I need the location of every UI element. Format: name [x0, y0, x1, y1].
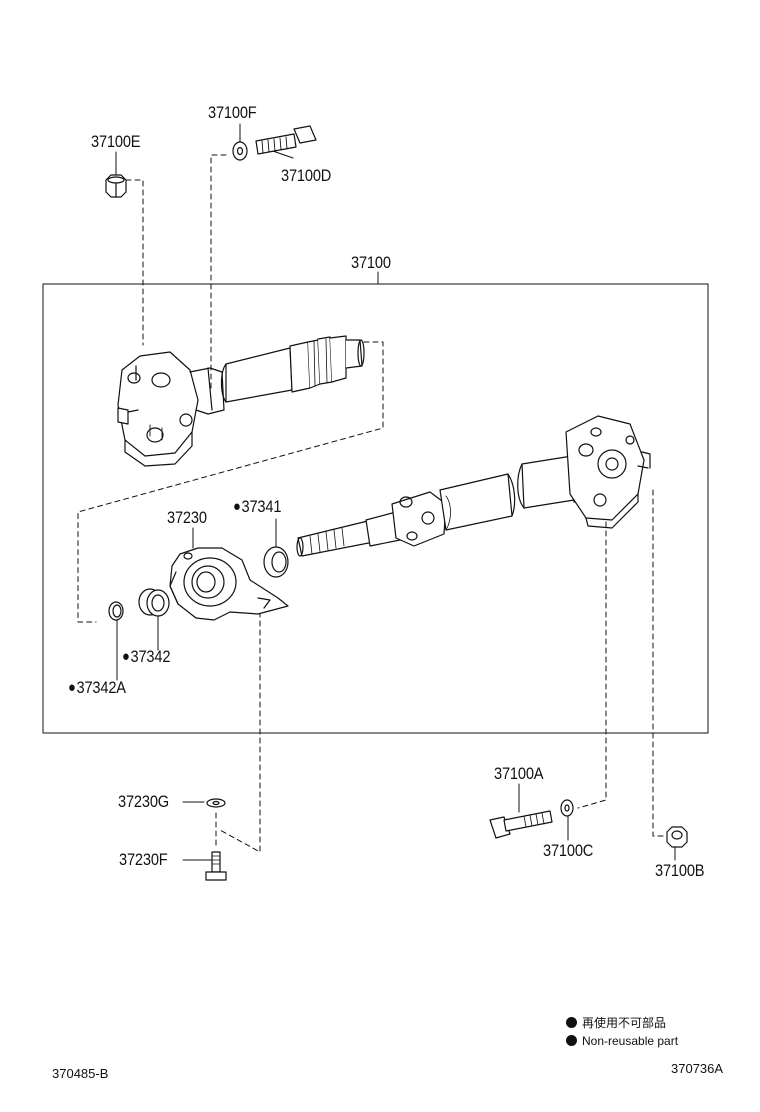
part-label-37100E: 37100E	[91, 132, 141, 151]
washer-37100F-drawing	[232, 141, 248, 161]
seal-37341-drawing	[263, 546, 289, 578]
dashed-guides	[77, 154, 668, 853]
non-reusable-marker: ●	[233, 498, 241, 515]
bolt-37230F-drawing	[205, 851, 227, 881]
assembly-frame	[42, 283, 709, 734]
part-label-37100B: 37100B	[655, 861, 705, 880]
washer-37230G-drawing	[206, 798, 226, 808]
legend-japanese-text: 再使用不可部品	[582, 1016, 667, 1030]
legend-row-english: Non-reusable part	[566, 1034, 678, 1048]
part-number: 37342	[130, 647, 171, 666]
front-flange-drawing	[117, 351, 225, 467]
snap-ring-37342A-drawing	[108, 601, 124, 621]
part-number: 37342A	[76, 678, 126, 697]
part-label-37100: 37100	[351, 253, 391, 272]
nut-37100E-drawing	[105, 174, 127, 198]
non-reusable-marker: ●	[122, 648, 130, 665]
part-label-37100C: 37100C	[543, 841, 594, 860]
part-label-37341: ●37341	[233, 497, 281, 517]
legend-dot-icon	[566, 1035, 577, 1046]
non-reusable-marker: ●	[68, 679, 76, 696]
reference-code-right: 370736A	[671, 1061, 724, 1076]
reference-code-left: 370485-B	[52, 1066, 109, 1081]
washer-37100C-drawing	[560, 799, 574, 817]
part-label-37230F: 37230F	[119, 850, 168, 869]
rear-flange-drawing	[517, 415, 651, 529]
part-label-37100F: 37100F	[208, 103, 257, 122]
nut-37100B-drawing	[666, 826, 688, 848]
bolt-37100A-drawing	[489, 810, 553, 839]
bolt-37100D-drawing	[255, 125, 317, 155]
front-shaft-drawing	[220, 335, 365, 403]
part-number: 37341	[241, 497, 282, 516]
part-label-37230G: 37230G	[118, 792, 169, 811]
legend-english-text: Non-reusable part	[582, 1034, 679, 1048]
center-bearing-37230-drawing	[169, 547, 289, 621]
legend-row-japanese: 再使用不可部品	[566, 1014, 666, 1031]
legend-dot-icon	[566, 1017, 577, 1028]
part-label-37230: 37230	[167, 508, 207, 527]
rear-shaft-drawing	[296, 473, 516, 557]
collar-37342-drawing	[138, 588, 170, 617]
part-label-37100A: 37100A	[494, 764, 544, 783]
part-label-37100D: 37100D	[281, 166, 332, 185]
part-label-37342: ●37342	[122, 647, 170, 667]
part-label-37342A: ●37342A	[68, 678, 126, 698]
